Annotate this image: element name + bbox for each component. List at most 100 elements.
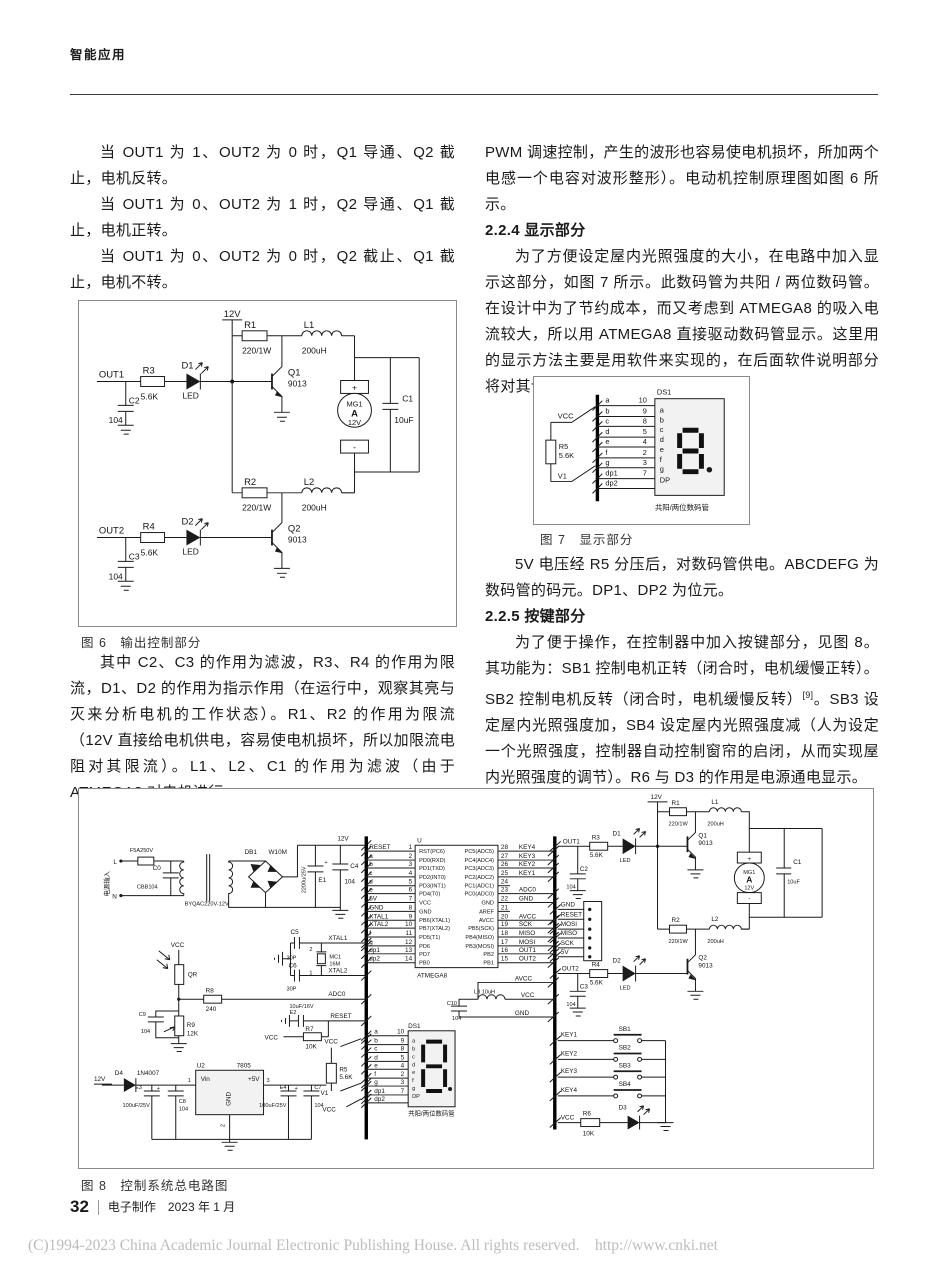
label: AVCC <box>515 975 533 982</box>
label: D2 <box>612 958 621 965</box>
label: C7 <box>314 1085 321 1091</box>
label: R1 <box>672 800 681 807</box>
label: PC2(ADC2) <box>465 875 495 881</box>
label: SB1 <box>619 1026 632 1033</box>
label: KEY4 <box>519 844 536 851</box>
label: 2 <box>409 853 413 860</box>
label: XTAL1 <box>328 935 347 942</box>
label: 5 <box>643 427 647 436</box>
label: GND <box>226 1091 233 1105</box>
label: PD4(T0) <box>419 892 440 898</box>
label: MISO <box>519 930 535 937</box>
label: c <box>660 425 664 434</box>
label: VCC <box>558 411 574 420</box>
label: L1 <box>711 799 719 806</box>
label: 220/1W <box>669 939 689 945</box>
label: 3 <box>267 1078 270 1084</box>
label: 9013 <box>288 378 307 388</box>
label: 11 <box>406 930 413 937</box>
label: 5.6K <box>141 547 159 557</box>
label: ADC0 <box>519 887 536 894</box>
label: R6 <box>583 1111 592 1118</box>
label: R9 <box>187 1022 196 1029</box>
label: VCC <box>322 1107 336 1114</box>
label: g <box>605 458 609 467</box>
label: 200uH <box>302 346 327 356</box>
fig8-photoresistor-section <box>147 949 223 1053</box>
label: 12V <box>348 418 361 427</box>
label: 21 <box>501 904 509 911</box>
label: b <box>412 1047 415 1053</box>
label: PB3(MOSI) <box>465 944 494 950</box>
label: SCK <box>519 921 533 928</box>
fig8-psu-section <box>93 1069 327 1151</box>
label: PC1(ADC1) <box>465 884 495 890</box>
left-column-text-2: 其中 C2、C3 的作用为滤波，R3、R4 的作用为限流，D1、D2 的作用为指… <box>70 650 455 806</box>
label: 12V <box>744 886 754 892</box>
label: 10 <box>405 921 413 928</box>
label: PD2(INT0) <box>419 875 446 881</box>
label: SB3 <box>619 1062 632 1069</box>
label: c <box>605 416 609 425</box>
label: dp1 <box>605 469 617 478</box>
paragraph: 当 OUT1 为 0、OUT2 为 0 时，Q2 截止、Q1 截止，电机不转。 <box>70 248 455 291</box>
figure-6: 12V R1 220/1W L1 200uH OUT1 R3 5.6K C2 1… <box>78 300 457 627</box>
label: C2 <box>580 866 589 873</box>
label: KEY1 <box>519 870 536 877</box>
label: PB0 <box>419 961 430 967</box>
label: 1 <box>188 1078 191 1084</box>
label: PD6 <box>419 944 430 950</box>
label: 10K <box>583 1130 595 1137</box>
fig7-caption: 图 7 显示部分 <box>540 533 634 547</box>
label: +5V <box>248 1076 260 1083</box>
section-header: 智能应用 <box>70 48 127 62</box>
label: R4 <box>143 522 155 533</box>
label: 17 <box>501 939 509 946</box>
label: 12V <box>651 794 663 801</box>
label: 12V <box>94 1076 106 1083</box>
label: 200uH <box>707 822 723 828</box>
fig8-keys-section <box>549 1033 674 1131</box>
label: C0 <box>153 865 162 872</box>
label: V1 <box>321 1090 329 1097</box>
label: f <box>412 1078 414 1084</box>
label: RESET <box>561 911 582 918</box>
label: 2200u/25V <box>301 866 307 893</box>
label: C1 <box>402 393 413 403</box>
label: f <box>374 1071 376 1078</box>
label: SB2 <box>619 1045 632 1052</box>
label: D4 <box>115 1070 124 1077</box>
label: b <box>374 1038 378 1045</box>
label: Q2 <box>698 955 707 962</box>
label: 18 <box>501 930 509 937</box>
label: 9 <box>401 1038 405 1045</box>
label: dp1 <box>374 1088 385 1095</box>
label: - <box>353 442 356 452</box>
fig8-display-driver <box>325 1033 372 1108</box>
label: 7 <box>643 469 647 478</box>
label: R7 <box>305 1026 314 1033</box>
label: LED <box>620 858 631 864</box>
label: PD7 <box>419 952 430 958</box>
label: + <box>352 382 357 392</box>
label: D3 <box>618 1105 627 1112</box>
label: GND <box>519 896 534 903</box>
label: 104 <box>314 1103 323 1109</box>
label: 10 <box>397 1029 405 1036</box>
fig8-mcu-section <box>360 844 560 969</box>
fig6-caption: 图 6 输出控制部分 <box>81 636 202 650</box>
label: VCC <box>521 992 535 999</box>
label: R2 <box>244 477 256 488</box>
label: PC3(ADC3) <box>465 866 495 872</box>
label: - <box>748 896 750 903</box>
label: 10uF <box>394 415 413 425</box>
label: QR <box>188 972 198 979</box>
label: Q1 <box>288 368 301 379</box>
label: PC4(ADC4) <box>465 858 495 864</box>
label: f <box>369 930 371 937</box>
label: 9 <box>409 913 413 920</box>
label: 12 <box>405 939 413 946</box>
label: E1 <box>318 877 326 884</box>
label: 8 <box>643 416 647 425</box>
label: 200uH <box>707 939 723 945</box>
